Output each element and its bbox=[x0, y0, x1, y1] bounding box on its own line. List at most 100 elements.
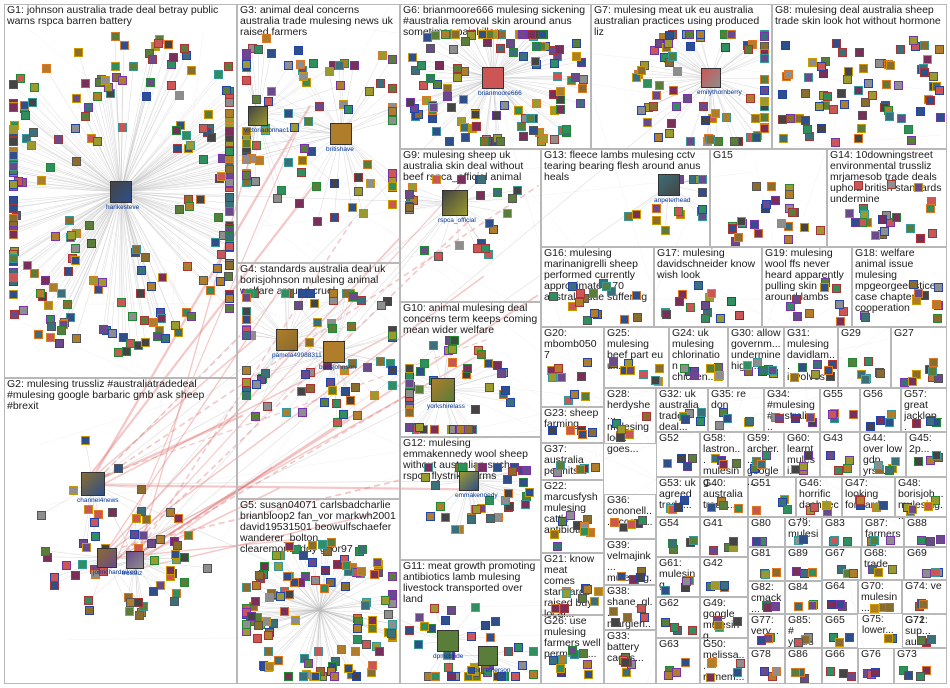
node-g1[interactable] bbox=[154, 39, 163, 48]
node-g6[interactable] bbox=[506, 39, 515, 48]
node-g6[interactable] bbox=[461, 37, 470, 46]
node-g2[interactable] bbox=[134, 598, 143, 607]
node-g8[interactable] bbox=[823, 92, 832, 101]
node-g46[interactable] bbox=[810, 503, 819, 512]
node-g3[interactable] bbox=[273, 194, 282, 203]
node-g3[interactable] bbox=[363, 160, 372, 169]
node-g49[interactable] bbox=[714, 621, 723, 630]
node-g2[interactable] bbox=[91, 532, 100, 541]
node-g26[interactable] bbox=[558, 655, 567, 664]
node-g8[interactable] bbox=[778, 90, 787, 99]
node-g2[interactable] bbox=[147, 539, 156, 548]
node-g20[interactable] bbox=[570, 390, 579, 399]
node-g45[interactable] bbox=[932, 451, 941, 460]
node-g19[interactable] bbox=[786, 302, 795, 311]
node-g10[interactable] bbox=[464, 425, 473, 434]
node-g8[interactable] bbox=[868, 91, 877, 100]
node-g3[interactable] bbox=[252, 141, 261, 150]
node-g5[interactable] bbox=[264, 631, 273, 640]
node-g1[interactable] bbox=[185, 202, 194, 211]
node-g3[interactable] bbox=[296, 60, 305, 69]
node-g11[interactable] bbox=[518, 661, 527, 670]
node-g6[interactable] bbox=[562, 125, 571, 134]
node-g26[interactable] bbox=[579, 649, 588, 658]
node-g2[interactable] bbox=[125, 607, 134, 616]
node-g6[interactable] bbox=[555, 45, 564, 54]
node-g8[interactable] bbox=[804, 73, 813, 82]
node-g2[interactable] bbox=[149, 587, 158, 596]
node-g4[interactable] bbox=[297, 387, 306, 396]
node-g2[interactable] bbox=[132, 514, 141, 523]
node-g61[interactable] bbox=[661, 586, 670, 595]
node-g14[interactable] bbox=[928, 229, 937, 238]
node-g16[interactable] bbox=[632, 291, 641, 300]
node-g6[interactable] bbox=[451, 30, 460, 39]
node-g2[interactable] bbox=[71, 571, 80, 580]
node-g1[interactable] bbox=[120, 41, 129, 50]
node-g5[interactable] bbox=[251, 597, 260, 606]
node-g10[interactable] bbox=[415, 423, 424, 432]
node-g7[interactable] bbox=[701, 116, 710, 125]
node-g13[interactable] bbox=[698, 205, 707, 214]
node-g6[interactable] bbox=[529, 126, 538, 135]
node-g43[interactable] bbox=[843, 464, 852, 473]
node-g12[interactable] bbox=[508, 467, 517, 476]
node-g9[interactable] bbox=[455, 241, 464, 250]
node-g66[interactable] bbox=[826, 667, 835, 676]
node-g1[interactable] bbox=[148, 55, 157, 64]
node-g6[interactable] bbox=[406, 98, 415, 107]
node-g2[interactable] bbox=[180, 578, 189, 587]
node-g18[interactable] bbox=[933, 314, 942, 323]
node-g6[interactable] bbox=[423, 33, 432, 42]
node-g18[interactable] bbox=[932, 300, 941, 309]
node-g8[interactable] bbox=[926, 96, 935, 105]
node-g57[interactable] bbox=[912, 419, 921, 428]
node-g88[interactable] bbox=[926, 537, 935, 546]
node-g3[interactable] bbox=[330, 213, 339, 222]
node-g9[interactable] bbox=[420, 246, 429, 255]
node-g5[interactable] bbox=[242, 583, 251, 592]
node-g23[interactable] bbox=[578, 430, 587, 439]
node-g6[interactable] bbox=[461, 133, 470, 142]
node-g10[interactable] bbox=[448, 358, 457, 367]
node-g14[interactable] bbox=[892, 213, 901, 222]
node-g35[interactable] bbox=[745, 417, 754, 426]
node-g4[interactable] bbox=[347, 322, 356, 331]
hub-node-emilythornberry[interactable] bbox=[701, 68, 721, 88]
node-g10[interactable] bbox=[448, 345, 457, 354]
hub-node-victoriadonnac1[interactable] bbox=[248, 106, 268, 126]
node-g4[interactable] bbox=[242, 366, 251, 375]
node-g83[interactable] bbox=[843, 537, 852, 546]
node-g64[interactable] bbox=[836, 600, 845, 609]
node-g15[interactable] bbox=[785, 190, 794, 199]
node-g24[interactable] bbox=[715, 371, 724, 380]
node-g1[interactable] bbox=[55, 339, 64, 348]
node-g78[interactable] bbox=[760, 667, 769, 676]
node-g12[interactable] bbox=[421, 473, 430, 482]
node-g4[interactable] bbox=[346, 396, 355, 405]
node-g1[interactable] bbox=[142, 92, 151, 101]
node-g65[interactable] bbox=[845, 633, 854, 642]
node-g38[interactable] bbox=[609, 607, 618, 616]
node-g5[interactable] bbox=[280, 607, 289, 616]
node-g31[interactable] bbox=[798, 363, 807, 372]
node-g13[interactable] bbox=[698, 212, 707, 221]
node-g6[interactable] bbox=[426, 74, 435, 83]
node-g66[interactable] bbox=[839, 669, 848, 678]
node-g17[interactable] bbox=[694, 281, 703, 290]
node-g58[interactable] bbox=[732, 459, 741, 468]
node-g24[interactable] bbox=[690, 371, 699, 380]
node-g28[interactable] bbox=[616, 433, 625, 442]
node-g1[interactable] bbox=[217, 172, 226, 181]
node-g4[interactable] bbox=[306, 384, 315, 393]
node-g9[interactable] bbox=[434, 252, 443, 261]
node-g30[interactable] bbox=[743, 361, 752, 370]
node-g1[interactable] bbox=[21, 111, 30, 120]
node-g10[interactable] bbox=[415, 385, 424, 394]
node-g19[interactable] bbox=[832, 284, 841, 293]
node-g5[interactable] bbox=[291, 616, 300, 625]
node-g85[interactable] bbox=[794, 638, 803, 647]
node-g21[interactable] bbox=[590, 597, 599, 606]
node-g2[interactable] bbox=[156, 535, 165, 544]
node-g3[interactable] bbox=[336, 81, 345, 90]
